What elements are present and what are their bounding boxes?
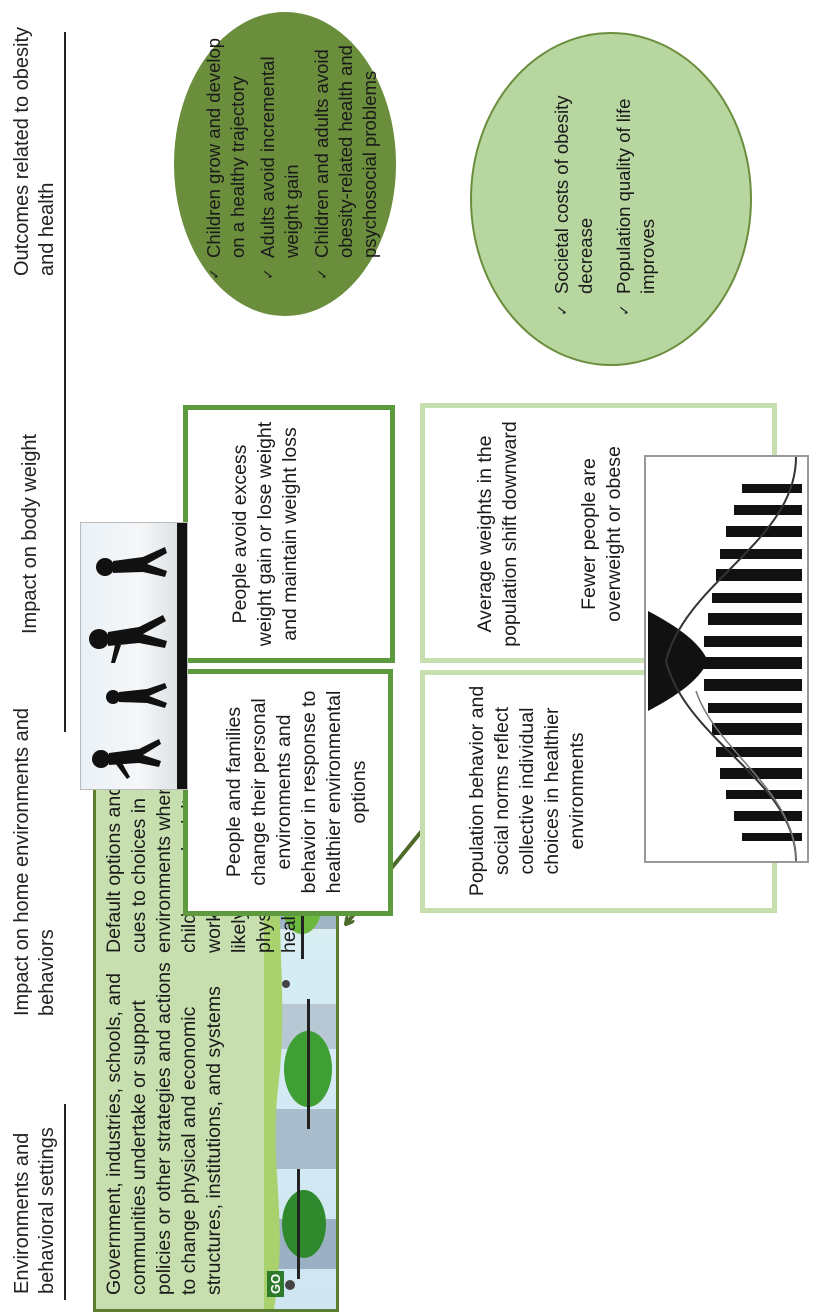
check-icon: ✓ <box>616 304 632 316</box>
individual-outcomes-list: ✓Children grow and develop on a healthy … <box>202 30 388 280</box>
individual-outcomes-ellipse: ✓Children grow and develop on a healthy … <box>174 12 396 316</box>
children-silhouette-image <box>80 522 188 790</box>
check-icon: ✓ <box>260 268 276 280</box>
outcome-item: ✓Population quality of life improves <box>613 98 658 316</box>
bell-curve-drawing <box>648 456 802 862</box>
outcome-item: ✓Societal costs of obesity decrease <box>551 95 596 316</box>
check-icon: ✓ <box>554 304 570 316</box>
individual-home-text: People and families change their persona… <box>223 690 370 894</box>
population-home-text: Population behavior and social norms ref… <box>466 685 588 897</box>
crowd-bell-curve-image <box>644 455 809 863</box>
individual-weight-text: People avoid excess weight gain or lose … <box>229 421 301 647</box>
population-outcomes-ellipse: ✓Societal costs of obesity decrease ✓Pop… <box>470 32 752 366</box>
individual-weight-box: People avoid excess weight gain or lose … <box>183 405 395 663</box>
population-weight-text-1: Average weights in the population shift … <box>474 421 521 647</box>
children-silhouettes <box>89 523 187 789</box>
check-icon: ✓ <box>314 268 330 280</box>
outcome-item: ✓Children grow and develop on a healthy … <box>203 37 248 280</box>
check-icon: ✓ <box>206 268 222 280</box>
outcome-item: ✓Adults avoid incremental weight gain <box>257 56 302 280</box>
outcome-item: ✓Children and adults avoid obesity-relat… <box>311 45 380 280</box>
population-weight-text-2: Fewer people are overweight or obese <box>578 446 625 622</box>
population-outcomes-list: ✓Societal costs of obesity decrease ✓Pop… <box>550 66 666 316</box>
individual-home-box: People and families change their persona… <box>183 669 393 916</box>
